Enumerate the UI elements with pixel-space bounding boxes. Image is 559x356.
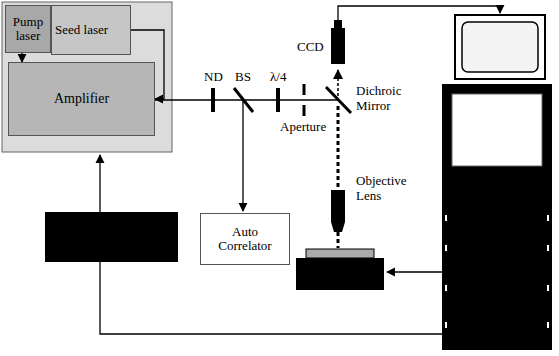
- splitter-label: BS: [235, 70, 251, 85]
- translation-stage: [296, 258, 384, 290]
- imaging-beam: [337, 70, 339, 96]
- monitor: [455, 15, 545, 79]
- stage-control: [387, 271, 442, 272]
- focusing-beam: [337, 232, 340, 248]
- mirror-label: Dichroic Mirror: [356, 84, 420, 114]
- waveplate-label: λ/4: [270, 70, 286, 85]
- sample: [306, 249, 374, 258]
- amplifier-box: Amplifier: [8, 62, 155, 136]
- computer: [442, 84, 552, 350]
- control-line: [99, 155, 100, 212]
- objective-label: Objective Lens: [356, 174, 420, 204]
- focusing-beam: [337, 106, 340, 192]
- nd-filter: [211, 88, 215, 112]
- camera-label: CCD: [297, 40, 324, 55]
- pump-laser-box: Pump laser: [5, 5, 51, 53]
- computer-screen: [452, 94, 542, 166]
- ccd-camera: [331, 28, 345, 64]
- controller: [45, 212, 178, 262]
- seed-laser-box: Seed laser: [51, 5, 131, 55]
- waveplate: [276, 88, 280, 112]
- ccd-camera: [334, 20, 342, 29]
- filter-label: ND: [204, 70, 223, 85]
- signal-arrow: [21, 53, 22, 62]
- box-text: Seed laser: [55, 23, 108, 37]
- box-text: Pump laser: [9, 15, 47, 44]
- control-cable: [100, 262, 442, 334]
- laser-beam: [155, 99, 338, 101]
- drive-slot: [446, 215, 548, 328]
- laser-housing: [2, 2, 172, 152]
- aperture-blade: [303, 84, 306, 95]
- box-text: Amplifier: [54, 91, 109, 106]
- objective-lens: [331, 190, 345, 232]
- split-beam: [242, 100, 243, 211]
- box-text: Auto Correlator: [204, 225, 286, 254]
- aperture-label: Aperture: [280, 120, 326, 135]
- autocorrelator-box: Auto Correlator: [200, 213, 290, 265]
- monitor-screen: [462, 22, 538, 72]
- aperture-blade: [303, 105, 306, 116]
